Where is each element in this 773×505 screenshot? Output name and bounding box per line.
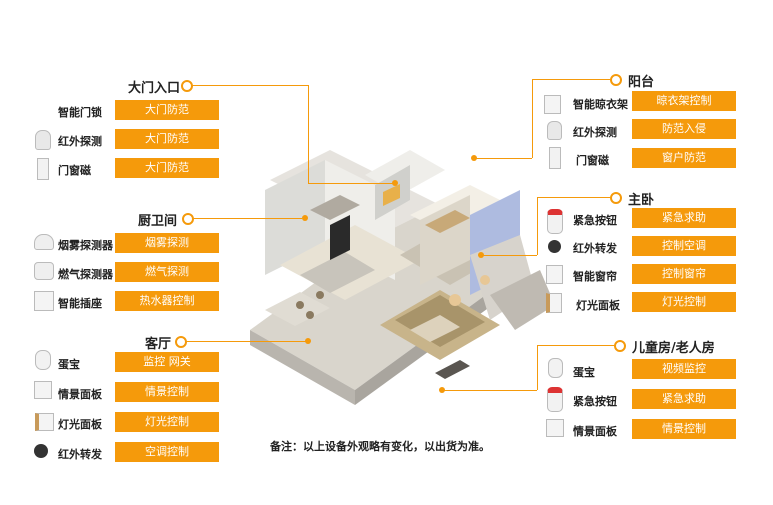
living-title-marker: [175, 336, 187, 348]
infrared-detector-icon: [35, 130, 51, 150]
master-item-label: 紧急按钮: [573, 214, 617, 227]
living-item-action: 监控 网关: [115, 352, 219, 372]
kitchen-item-action: 热水器控制: [115, 291, 219, 311]
kitchen-item-label: 智能插座: [58, 297, 102, 310]
door-window-sensor-icon: [37, 158, 49, 180]
gate-section-title: 大门入口: [128, 81, 181, 96]
kids-connector-line: [537, 345, 614, 346]
kids-connector-line: [444, 390, 537, 391]
gas-detector-icon: [34, 262, 54, 280]
master-item-label: 红外转发: [573, 242, 617, 255]
master-item-action: 灯光控制: [632, 292, 736, 312]
scene-panel-icon: [546, 419, 564, 437]
smoke-detector-icon: [34, 234, 54, 250]
emergency-button-icon: [547, 387, 563, 412]
kids-title-marker: [614, 340, 626, 352]
gate-connector-line: [193, 85, 308, 86]
living-item-label: 红外转发: [58, 448, 102, 461]
master-item-label: 智能窗帘: [573, 270, 617, 283]
master-item-action: 控制窗帘: [632, 264, 736, 284]
kids-item-action: 紧急求助: [632, 389, 736, 409]
gate-item-label: 红外探测: [58, 135, 102, 148]
living-connector-line: [187, 341, 307, 342]
ir-blaster-icon: [34, 444, 48, 458]
master-item-action: 紧急求助: [632, 208, 736, 228]
disclaimer-note: 备注：以上设备外观略有变化，以出货为准。: [270, 440, 490, 453]
gate-location-marker: [392, 180, 398, 186]
master-item-label: 灯光面板: [576, 299, 620, 312]
kitchen-connector-line: [194, 218, 302, 219]
living-item-action: 空调控制: [115, 442, 219, 462]
balcony-item-action: 防范入侵: [632, 119, 736, 139]
curtain-switch-icon: [546, 265, 563, 284]
kitchen-title-marker: [182, 213, 194, 225]
balcony-location-marker: [471, 155, 477, 161]
master-connector-line: [537, 197, 538, 255]
kitchen-section-title: 厨卫间: [138, 214, 178, 229]
light-panel-icon: [546, 293, 562, 313]
ir-blaster-icon: [548, 240, 561, 253]
gate-title-marker: [181, 80, 193, 92]
kitchen-item-action: 烟雾探测: [115, 233, 219, 253]
living-item-action: 情景控制: [115, 382, 219, 402]
balcony-item-action: 窗户防范: [632, 148, 736, 168]
living-item-label: 灯光面板: [58, 418, 102, 431]
camera-gateway-icon: [548, 358, 563, 378]
balcony-item-label: 红外探测: [573, 126, 617, 139]
kids-location-marker: [439, 387, 445, 393]
master-location-marker: [478, 252, 484, 258]
gate-item-action: 大门防范: [115, 158, 219, 178]
kitchen-item-label: 燃气探测器: [58, 268, 113, 281]
living-section-title: 客厅: [145, 337, 172, 352]
camera-gateway-icon: [35, 350, 51, 370]
gate-connector-line: [308, 183, 394, 184]
balcony-section-title: 阳台: [628, 75, 655, 90]
kids-connector-line: [537, 345, 538, 390]
balcony-connector-line: [476, 158, 532, 159]
kitchen-location-marker: [302, 215, 308, 221]
gate-item-label: 门窗磁: [58, 164, 91, 177]
living-location-marker: [305, 338, 311, 344]
kitchen-item-action: 燃气探测: [115, 262, 219, 282]
clothes-rack-switch-icon: [544, 95, 561, 114]
master-title-marker: [610, 192, 622, 204]
scene-panel-icon: [34, 381, 52, 399]
master-connector-line: [483, 255, 537, 256]
balcony-connector-line: [532, 79, 533, 158]
balcony-connector-line: [532, 79, 610, 80]
balcony-title-marker: [610, 74, 622, 86]
infrared-detector-icon: [547, 121, 562, 140]
living-item-label: 蛋宝: [58, 358, 80, 371]
gate-item-action: 大门防范: [115, 100, 219, 120]
light-panel-icon: [35, 413, 54, 431]
living-item-label: 情景面板: [58, 388, 102, 401]
kids-item-action: 视频监控: [632, 359, 736, 379]
gate-item-action: 大门防范: [115, 129, 219, 149]
emergency-button-icon: [547, 209, 563, 234]
door-window-sensor-icon: [549, 147, 561, 169]
smart-socket-icon: [34, 291, 54, 311]
gate-item-label: 智能门锁: [58, 106, 102, 119]
kids-item-label: 紧急按钮: [573, 395, 617, 408]
kids-section-title: 儿童房/老人房: [632, 341, 715, 356]
kitchen-item-label: 烟雾探测器: [58, 239, 113, 252]
balcony-item-action: 晾衣架控制: [632, 91, 736, 111]
master-connector-line: [537, 197, 610, 198]
master-section-title: 主卧: [628, 193, 655, 208]
master-item-action: 控制空调: [632, 236, 736, 256]
kids-item-label: 情景面板: [573, 425, 617, 438]
balcony-item-label: 智能晾衣架: [573, 98, 628, 111]
living-item-action: 灯光控制: [115, 412, 219, 432]
balcony-item-label: 门窗磁: [576, 154, 609, 167]
kids-item-action: 情景控制: [632, 419, 736, 439]
gate-connector-line: [308, 85, 309, 183]
kids-item-label: 蛋宝: [573, 366, 595, 379]
